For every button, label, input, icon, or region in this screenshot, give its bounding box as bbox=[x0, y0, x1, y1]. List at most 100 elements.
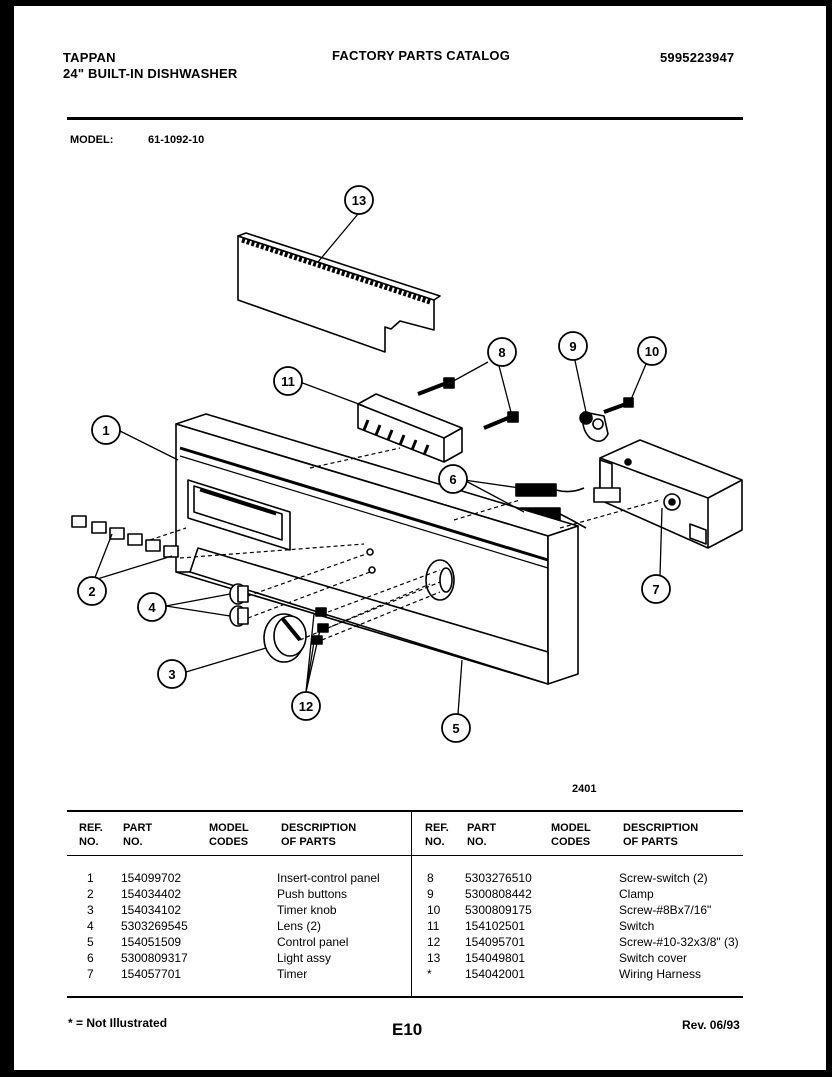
table-row-ref: 8 bbox=[427, 871, 434, 885]
page-number: E10 bbox=[392, 1020, 423, 1039]
table-row-description: Clamp bbox=[619, 887, 654, 901]
table-row-part: 5303269545 bbox=[121, 919, 188, 933]
table-row-part: 5300809175 bbox=[465, 903, 532, 917]
switch-cover-drawing bbox=[237, 232, 441, 353]
table-row-part: 154051509 bbox=[121, 935, 182, 949]
push-buttons-drawing bbox=[71, 515, 179, 558]
left-part-column: 154099702 154034402 154034102 5303269545… bbox=[121, 870, 211, 982]
callout-2: 2 bbox=[88, 584, 95, 599]
clamp-screw-drawing bbox=[603, 397, 634, 414]
table-row-description: Wiring Harness bbox=[619, 967, 702, 981]
right-part-column: 5303276510 5300808442 5300809175 1541025… bbox=[465, 870, 555, 982]
callout-12: 12 bbox=[299, 699, 313, 714]
catalog-title: FACTORY PARTS CATALOG bbox=[332, 48, 511, 63]
table-row-ref: 13 bbox=[427, 951, 441, 965]
right-description-column: Screw-switch (2) Clamp Screw-#8Bx7/16" S… bbox=[619, 870, 741, 982]
left-description-column: Insert-control panel Push buttons Timer … bbox=[277, 870, 407, 982]
callout-5: 5 bbox=[452, 721, 459, 736]
switch-drawing bbox=[357, 393, 463, 463]
table-row-ref: * bbox=[427, 967, 432, 981]
timer-drawing bbox=[593, 439, 743, 549]
callout-8: 8 bbox=[498, 345, 505, 360]
callout-4: 4 bbox=[148, 600, 156, 615]
table-row-ref: 6 bbox=[87, 951, 94, 965]
callout-1: 1 bbox=[102, 423, 109, 438]
control-panel-drawing bbox=[175, 413, 579, 685]
table-top-rule bbox=[67, 810, 743, 812]
callout-9: 9 bbox=[569, 339, 576, 354]
leader-lines bbox=[93, 213, 663, 715]
table-row-ref: 9 bbox=[427, 887, 434, 901]
table-row-ref: 7 bbox=[87, 967, 94, 981]
table-row-description: Timer bbox=[277, 967, 308, 981]
table-row-part: 154049801 bbox=[465, 951, 526, 965]
table-row-ref: 12 bbox=[427, 935, 441, 949]
table-row-ref: 10 bbox=[427, 903, 441, 917]
callout-7: 7 bbox=[652, 582, 659, 597]
table-row-ref: 2 bbox=[87, 887, 94, 901]
table-row-part: 5300809317 bbox=[121, 951, 188, 965]
table-bottom-rule bbox=[67, 996, 743, 998]
header-rule bbox=[67, 117, 743, 120]
table-row-ref: 1 bbox=[87, 871, 94, 885]
table-row-part: 5300808442 bbox=[465, 887, 532, 901]
exploded-parts-diagram: 13 11 8 9 10 1 6 2 4 3 12 7 5 bbox=[71, 185, 743, 743]
table-row-ref: 4 bbox=[87, 919, 94, 933]
callout-11: 11 bbox=[281, 374, 295, 389]
table-row-description: Control panel bbox=[277, 935, 349, 949]
brand-name: TAPPAN bbox=[63, 50, 116, 65]
table-row-part: 154042001 bbox=[465, 967, 526, 981]
table-row-part: 154095701 bbox=[465, 935, 526, 949]
table-row-description: Switch cover bbox=[619, 951, 688, 965]
model-number: 61-1092-10 bbox=[148, 134, 205, 146]
table-row-part: 154102501 bbox=[465, 919, 526, 933]
revision-date: Rev. 06/93 bbox=[682, 1018, 740, 1032]
table-row-description: Switch bbox=[619, 919, 655, 933]
table-header-rule bbox=[67, 855, 743, 856]
callout-labels: 13 11 8 9 10 1 6 2 4 3 12 7 5 bbox=[88, 193, 659, 736]
table-row-description: Lens (2) bbox=[277, 919, 322, 933]
table-row-description: Insert-control panel bbox=[277, 871, 380, 885]
table-row-ref: 3 bbox=[87, 903, 94, 917]
table-row-part: 154057701 bbox=[121, 967, 182, 981]
figure-number: 2401 bbox=[572, 783, 597, 795]
table-row-part: 154099702 bbox=[121, 871, 182, 885]
table-row-description: Screw-#10-32x3/8" (3) bbox=[619, 935, 739, 949]
right-ref-column: 8 9 10 11 12 13 * bbox=[427, 870, 459, 982]
catalog-number: 5995223947 bbox=[660, 50, 735, 65]
product-name: 24" BUILT-IN DISHWASHER bbox=[63, 66, 238, 81]
table-row-description: Light assy bbox=[277, 951, 332, 965]
table-row-description: Screw-switch (2) bbox=[619, 871, 708, 885]
left-ref-column: 1 2 3 4 5 6 7 bbox=[87, 870, 117, 982]
table-row-description: Timer knob bbox=[277, 903, 337, 917]
assembly-lines bbox=[149, 447, 661, 641]
model-label: MODEL: bbox=[70, 134, 114, 146]
callout-13: 13 bbox=[352, 193, 366, 208]
clamp-drawing bbox=[579, 411, 609, 442]
lenses-drawing bbox=[229, 583, 249, 627]
table-divider bbox=[411, 810, 412, 998]
footnote: * = Not Illustrated bbox=[68, 1016, 168, 1030]
table-row-description: Push buttons bbox=[277, 887, 348, 901]
callout-6: 6 bbox=[449, 472, 456, 487]
callout-3: 3 bbox=[168, 667, 175, 682]
table-row-part: 5303276510 bbox=[465, 871, 532, 885]
table-row-ref: 11 bbox=[427, 919, 440, 933]
callout-circles bbox=[77, 185, 671, 743]
header-ref-right: REF.NO. bbox=[425, 822, 449, 848]
table-row-description: Screw-#8Bx7/16" bbox=[619, 903, 712, 917]
header-ref-left: REF.NO. bbox=[79, 822, 103, 848]
table-row-part: 154034102 bbox=[121, 903, 182, 917]
table-row-ref: 5 bbox=[87, 935, 94, 949]
timer-knob-drawing bbox=[263, 613, 307, 663]
table-row-part: 154034402 bbox=[121, 887, 182, 901]
callout-10: 10 bbox=[645, 344, 659, 359]
